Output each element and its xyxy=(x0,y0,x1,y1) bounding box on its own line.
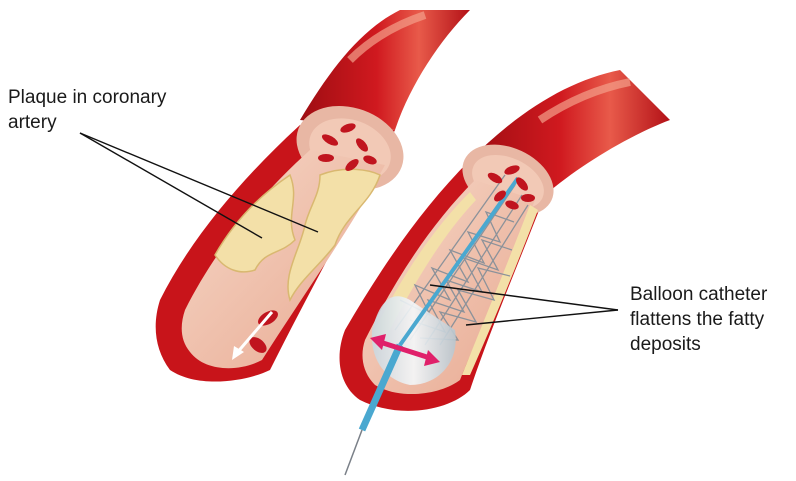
guide-wire xyxy=(345,430,362,475)
plaque-label: Plaque in coronary artery xyxy=(8,85,208,135)
balloon-catheter-label: Balloon catheter flattens the fatty depo… xyxy=(630,282,796,357)
leader-line-left-1 xyxy=(80,133,262,238)
balloon-label-line1: Balloon catheter xyxy=(630,282,796,307)
plaque-label-line2: artery xyxy=(8,110,208,135)
balloon-label-line3: deposits xyxy=(630,332,796,357)
balloon-label-line2: flattens the fatty xyxy=(630,307,796,332)
plaque-label-line1: Plaque in coronary xyxy=(8,85,208,110)
